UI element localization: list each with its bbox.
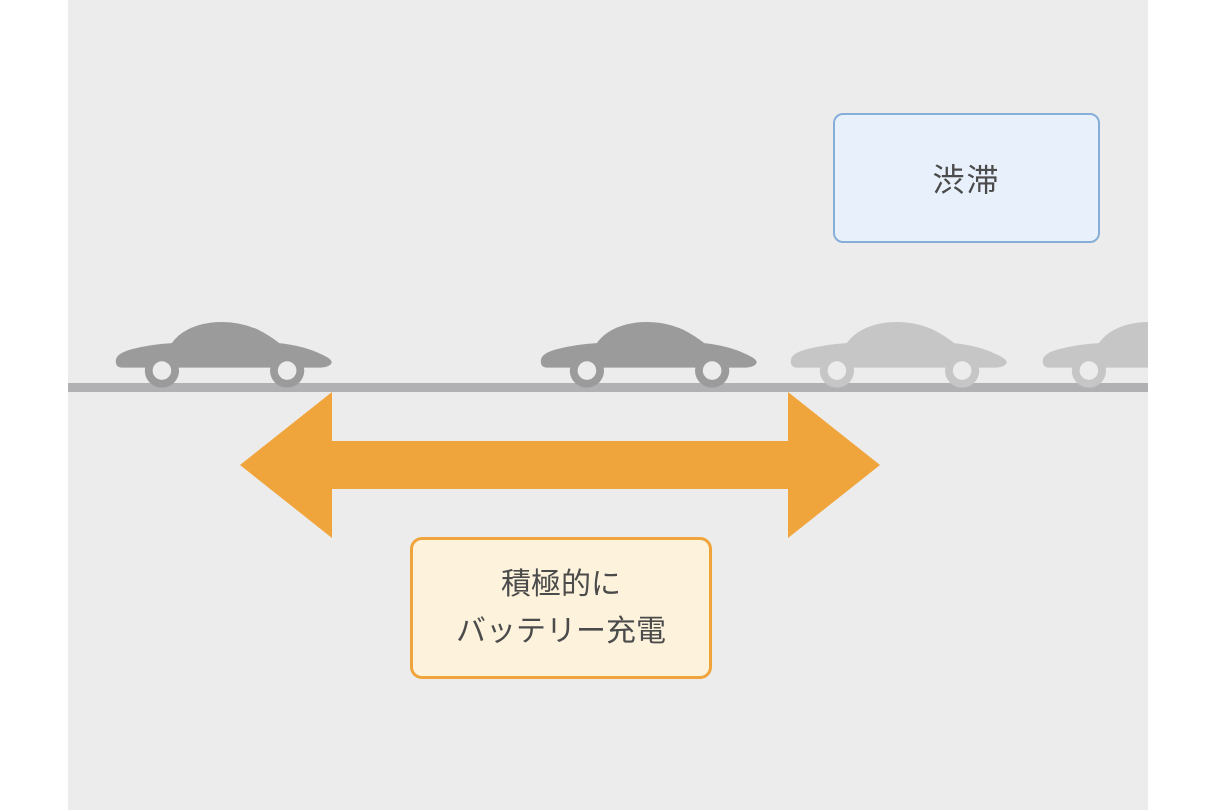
road-line: [68, 383, 1148, 392]
diagram-canvas: 渋滞 積極的に バッテリー充電: [68, 0, 1148, 810]
battery-charge-label-line1: 積極的に: [501, 568, 621, 601]
double-arrow-icon: [240, 392, 880, 538]
car-icon: [113, 312, 338, 390]
traffic-jam-label-box: 渋滞: [833, 113, 1100, 243]
car-icon: [538, 312, 763, 390]
battery-charge-label-line2: バッテリー充電: [456, 615, 666, 648]
car-icon-traffic: [788, 312, 1013, 390]
car-icon-traffic-partial: [1040, 312, 1148, 390]
traffic-jam-label: 渋滞: [932, 162, 1001, 198]
battery-charge-label-box: 積極的に バッテリー充電: [410, 537, 712, 679]
